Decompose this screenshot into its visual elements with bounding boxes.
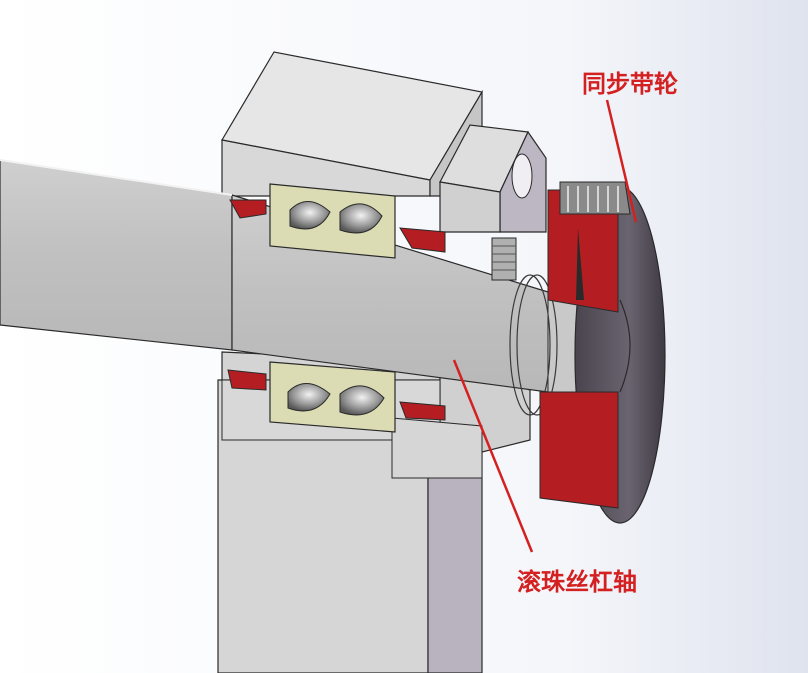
timing-pulley	[539, 181, 666, 524]
upper-bearing	[269, 183, 396, 259]
timing-pulley-label: 同步带轮	[582, 70, 678, 98]
set-screw-icon	[491, 237, 517, 281]
red-seals	[227, 199, 446, 421]
upper-housing-block	[221, 51, 483, 197]
lower-bearing	[269, 361, 396, 433]
ball-screw-label: 滚珠丝杠轴	[517, 568, 637, 596]
shaft-end-ring	[509, 274, 558, 416]
side-clamp-block	[439, 124, 547, 233]
screw-leader-line	[452, 359, 534, 553]
pulley-leader-line	[605, 99, 638, 223]
